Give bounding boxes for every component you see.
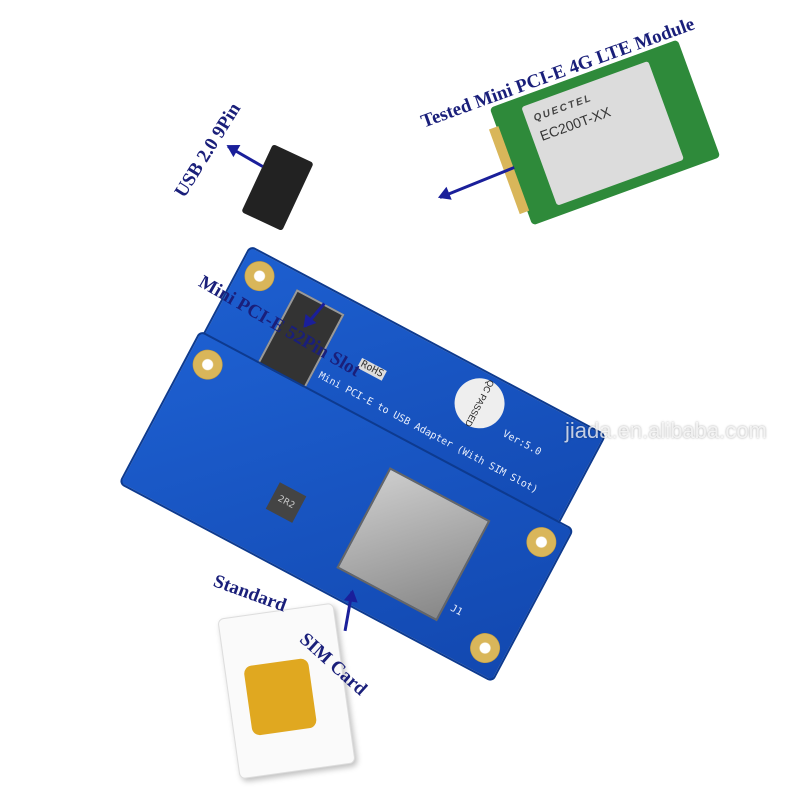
mounting-hole [187,344,228,385]
label-standard: Standard [210,570,290,617]
sim-card-slot [336,467,491,622]
inductor: 2R2 [265,482,307,523]
mounting-hole [239,255,280,297]
mounting-hole [521,521,562,563]
sim-chip [243,657,318,737]
board-version: Ver:5.0 [500,428,543,459]
arrow-usb [227,145,264,168]
mounting-hole [464,627,506,669]
watermark: jiada.en.alibaba.com [565,418,767,443]
arrow-sim [343,591,354,632]
sim-card [217,602,356,780]
qc-passed-sticker: QC PASSED [445,369,514,438]
arrow-module [439,166,515,199]
slot-reference: J1 [448,602,465,619]
usb-9pin-header [241,144,314,231]
